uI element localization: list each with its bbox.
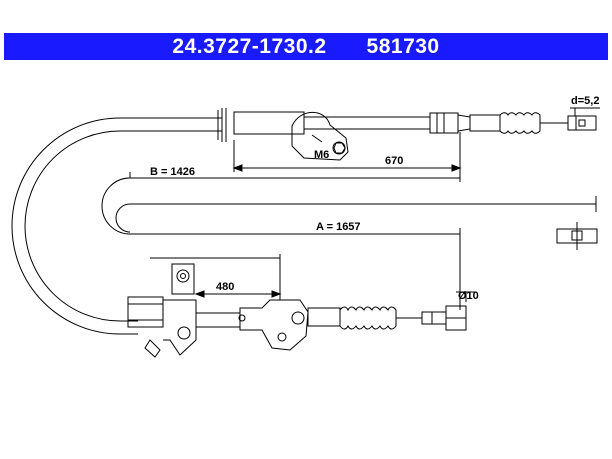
diameter-label: d=5,2 <box>571 95 599 107</box>
length-a-label: A = 1657 <box>316 221 361 233</box>
end-view-detail <box>556 222 598 250</box>
bottom-bracket <box>127 263 467 358</box>
end-diameter-label: Ø10 <box>458 290 479 302</box>
title-banner: 24.3727-1730.2 581730 <box>4 33 608 60</box>
reference-number: 581730 <box>366 34 440 58</box>
length-480-label: 480 <box>216 281 234 293</box>
length-670-label: 670 <box>385 155 403 167</box>
cable-outer-loop <box>11 117 222 335</box>
part-number: 24.3727-1730.2 <box>172 34 327 58</box>
cable-inner-loop <box>101 177 596 235</box>
top-fitting <box>217 108 597 161</box>
thread-label: M6 <box>314 149 329 161</box>
length-b-label: B = 1426 <box>150 166 195 178</box>
dimension-lines <box>129 107 600 310</box>
